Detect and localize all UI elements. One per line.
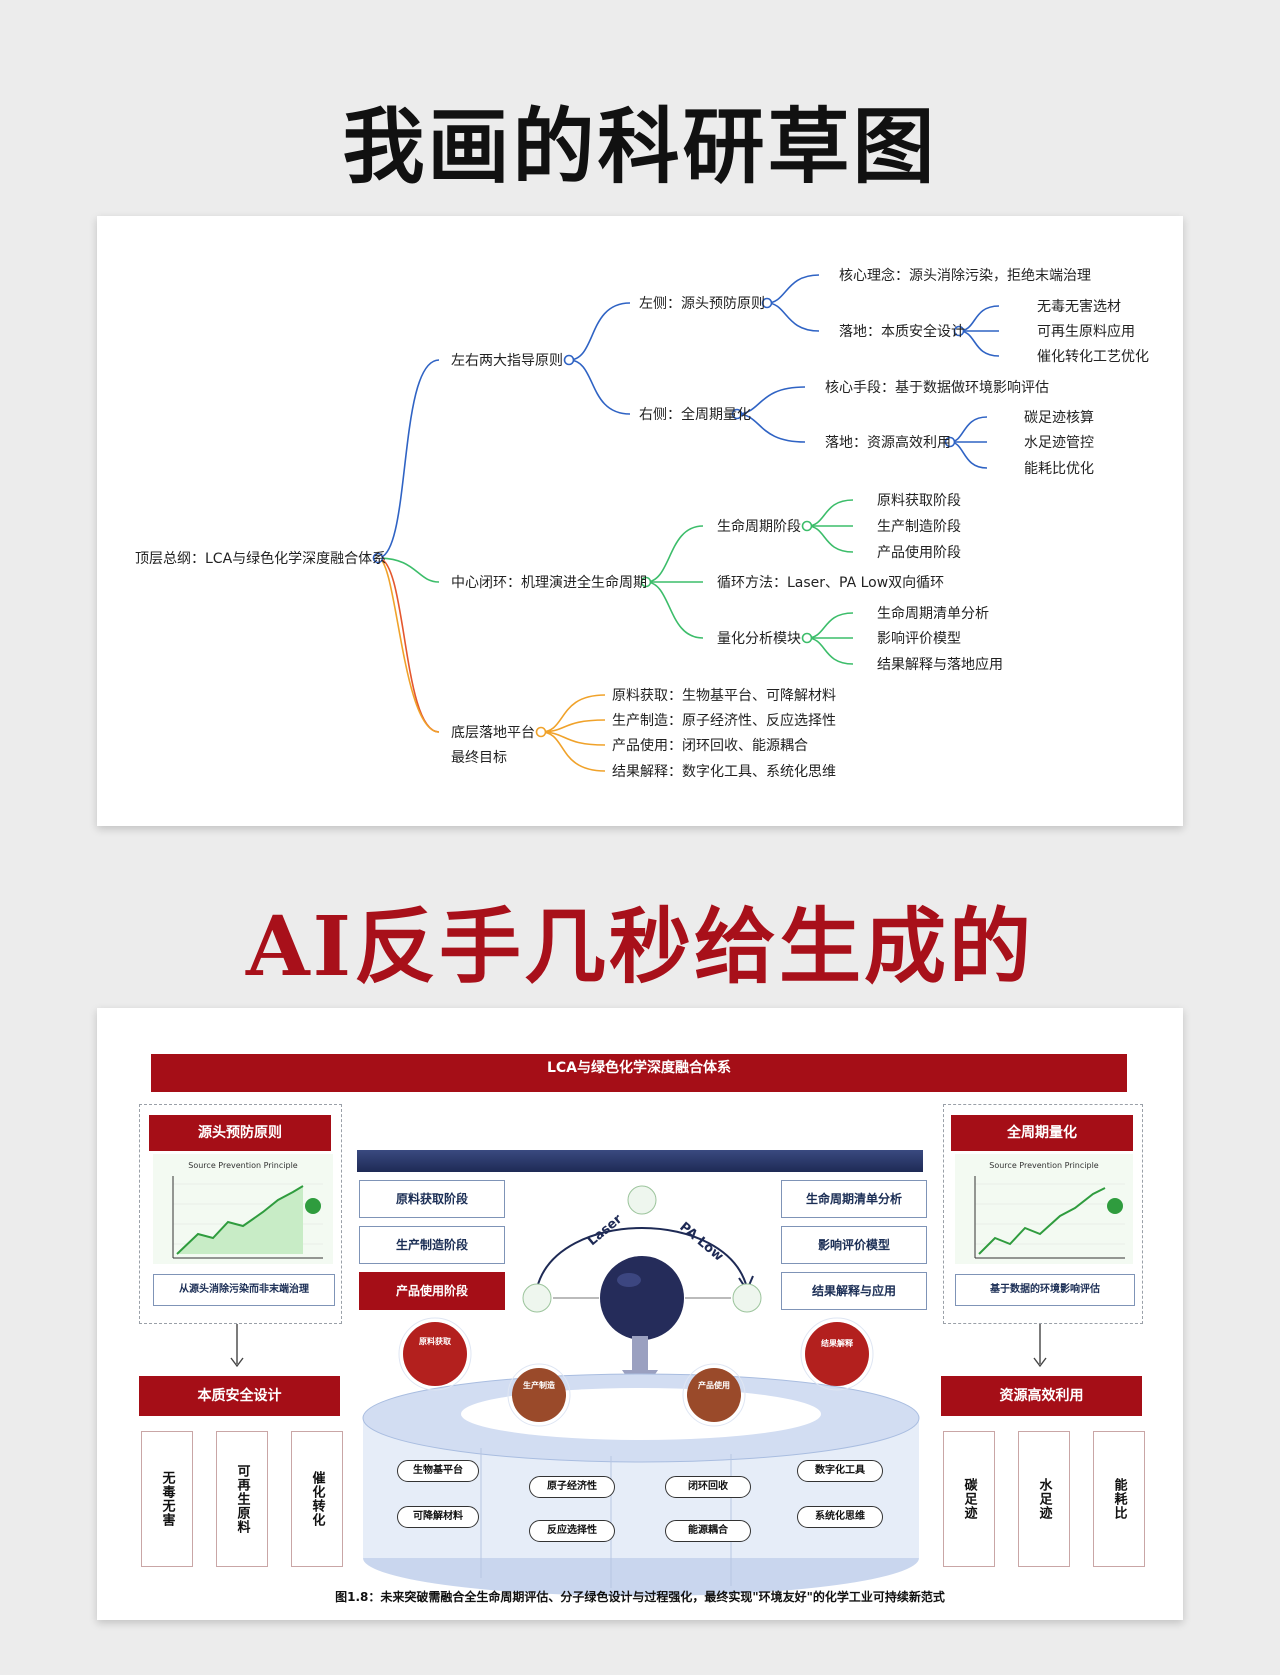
mm-b1: 左右两大指导原则 [451,353,563,369]
mm-b3: 底层落地平台 [451,725,535,741]
mm-b3-sub: 最终目标 [451,750,507,766]
figure-caption: 图1.8：未来突破需融合全生命周期评估、分子绿色设计与过程强化，最终实现"环境友… [335,1590,945,1604]
module-box: 影响评价模型 [781,1226,927,1264]
right-bottom-item: 水足迹 [1018,1431,1070,1567]
mindmap-svg: 顶层总纲：LCA与绿色化学深度融合体系 左右两大指导原则 左侧：源头预防原则 核… [135,267,1149,780]
mm-b2a-item: 产品使用阶段 [877,544,961,561]
pill: 反应选择性 [529,1520,615,1542]
right-bottom-item: 能耗比 [1093,1431,1145,1567]
right-caption: 基于数据的环境影响评估 [955,1274,1135,1306]
pill: 原子经济性 [529,1476,615,1498]
mm-b2c-item: 结果解释与落地应用 [877,656,1003,673]
mm-b1b1: 核心手段：基于数据做环境影响评估 [825,379,1049,396]
pill: 闭环回收 [665,1476,751,1498]
left-chart-title: Source Prevention Principle [188,1161,298,1170]
mm-b1a2-item: 可再生原料应用 [1037,323,1135,340]
figure-title-bar: LCA与绿色化学深度融合体系 [151,1054,1127,1092]
left-header: 源头预防原则 [149,1115,331,1151]
sphere-label: 产品使用 [698,1381,730,1390]
mm-b1b2: 落地：资源高效利用 [825,434,951,451]
mm-b1b: 右侧：全周期量化 [639,406,751,423]
mm-b3-item: 生产制造：原子经济性、反应选择性 [612,712,836,729]
stage-box: 原料获取阶段 [359,1180,505,1218]
pill: 可降解材料 [397,1506,479,1528]
mm-b3-item: 原料获取：生物基平台、可降解材料 [612,687,836,704]
mm-b2c-item: 生命周期清单分析 [877,605,989,622]
figure-card: LCA与绿色化学深度融合体系 源头预防原则 Source Prevention … [97,1008,1183,1620]
stage-box-active: 产品使用阶段 [359,1272,505,1310]
right-bottom-item: 碳足迹 [943,1431,995,1567]
left-bottom-item: 可再生原料 [216,1431,268,1567]
mm-b1a2: 落地：本质安全设计 [839,323,965,340]
left-panel [139,1104,342,1324]
mm-root: 顶层总纲：LCA与绿色化学深度融合体系 [135,550,386,567]
sphere [403,1322,467,1386]
left-down-arrow [230,1324,244,1368]
left-bottom-item: 催化转化 [291,1431,343,1567]
mm-b1a1: 核心理念：源头消除污染，拒绝末端治理 [839,267,1091,284]
cycle-right-label: PA Low [676,1220,726,1265]
right-down-arrow [1033,1324,1047,1368]
mm-b1a2-item: 无毒无害选材 [1037,299,1121,315]
pill: 生物基平台 [397,1460,479,1482]
sphere-label: 原料获取 [419,1337,451,1346]
sphere-label: 结果解释 [821,1339,853,1348]
mm-b1b2-item: 碳足迹核算 [1024,410,1094,426]
bottom-title: AI反手几秒给生成的 [246,899,1034,995]
pill: 数字化工具 [797,1460,883,1482]
mm-b2: 中心闭环：机理演进全生命周期 [451,574,647,591]
left-mini-chart: Source Prevention Principle [153,1154,333,1264]
right-panel [943,1104,1143,1324]
mm-b1a: 左侧：源头预防原则 [639,296,765,312]
right-bottom-header: 资源高效利用 [941,1376,1142,1416]
sphere [687,1368,741,1422]
mm-b3-item: 结果解释：数字化工具、系统化思维 [612,764,836,780]
mm-b2a: 生命周期阶段 [717,518,801,535]
module-box: 生命周期清单分析 [781,1180,927,1218]
mm-b1a2-item: 催化转化工艺优化 [1037,349,1149,365]
right-chart-title: Source Prevention Principle [989,1161,1099,1170]
core-sphere [600,1256,684,1340]
right-header: 全周期量化 [951,1115,1133,1151]
mm-b2c-item: 影响评价模型 [877,631,961,647]
left-bottom-header: 本质安全设计 [139,1376,340,1416]
stage-box: 生产制造阶段 [359,1226,505,1264]
mm-b2c: 量化分析模块 [717,631,801,647]
sphere-label: 生产制造 [523,1381,555,1390]
mm-b3-item: 产品使用：闭环回收、能源耦合 [612,737,808,754]
left-caption: 从源头消除污染而非末端治理 [153,1274,335,1306]
cycle-diagram: Laser PA Low [522,1185,762,1340]
mm-b2a-item: 原料获取阶段 [877,493,961,509]
module-box: 结果解释与应用 [781,1272,927,1310]
mm-b1b2-item: 水足迹管控 [1024,435,1094,451]
pill: 能源耦合 [665,1520,751,1542]
sphere [512,1368,566,1422]
mm-b2b: 循环方法：Laser、PA Low双向循环 [717,575,944,591]
center-header-bar [357,1150,923,1172]
top-title: 我画的科研草图 [342,99,938,195]
sphere [805,1322,869,1386]
right-mini-chart: Source Prevention Principle [955,1154,1133,1264]
pill: 系统化思维 [797,1506,883,1528]
left-bottom-item: 无毒无害 [141,1431,193,1567]
mindmap-card: 顶层总纲：LCA与绿色化学深度融合体系 左右两大指导原则 左侧：源头预防原则 核… [97,216,1183,826]
mm-b1b2-item: 能耗比优化 [1024,461,1094,477]
mm-b2a-item: 生产制造阶段 [877,519,961,535]
